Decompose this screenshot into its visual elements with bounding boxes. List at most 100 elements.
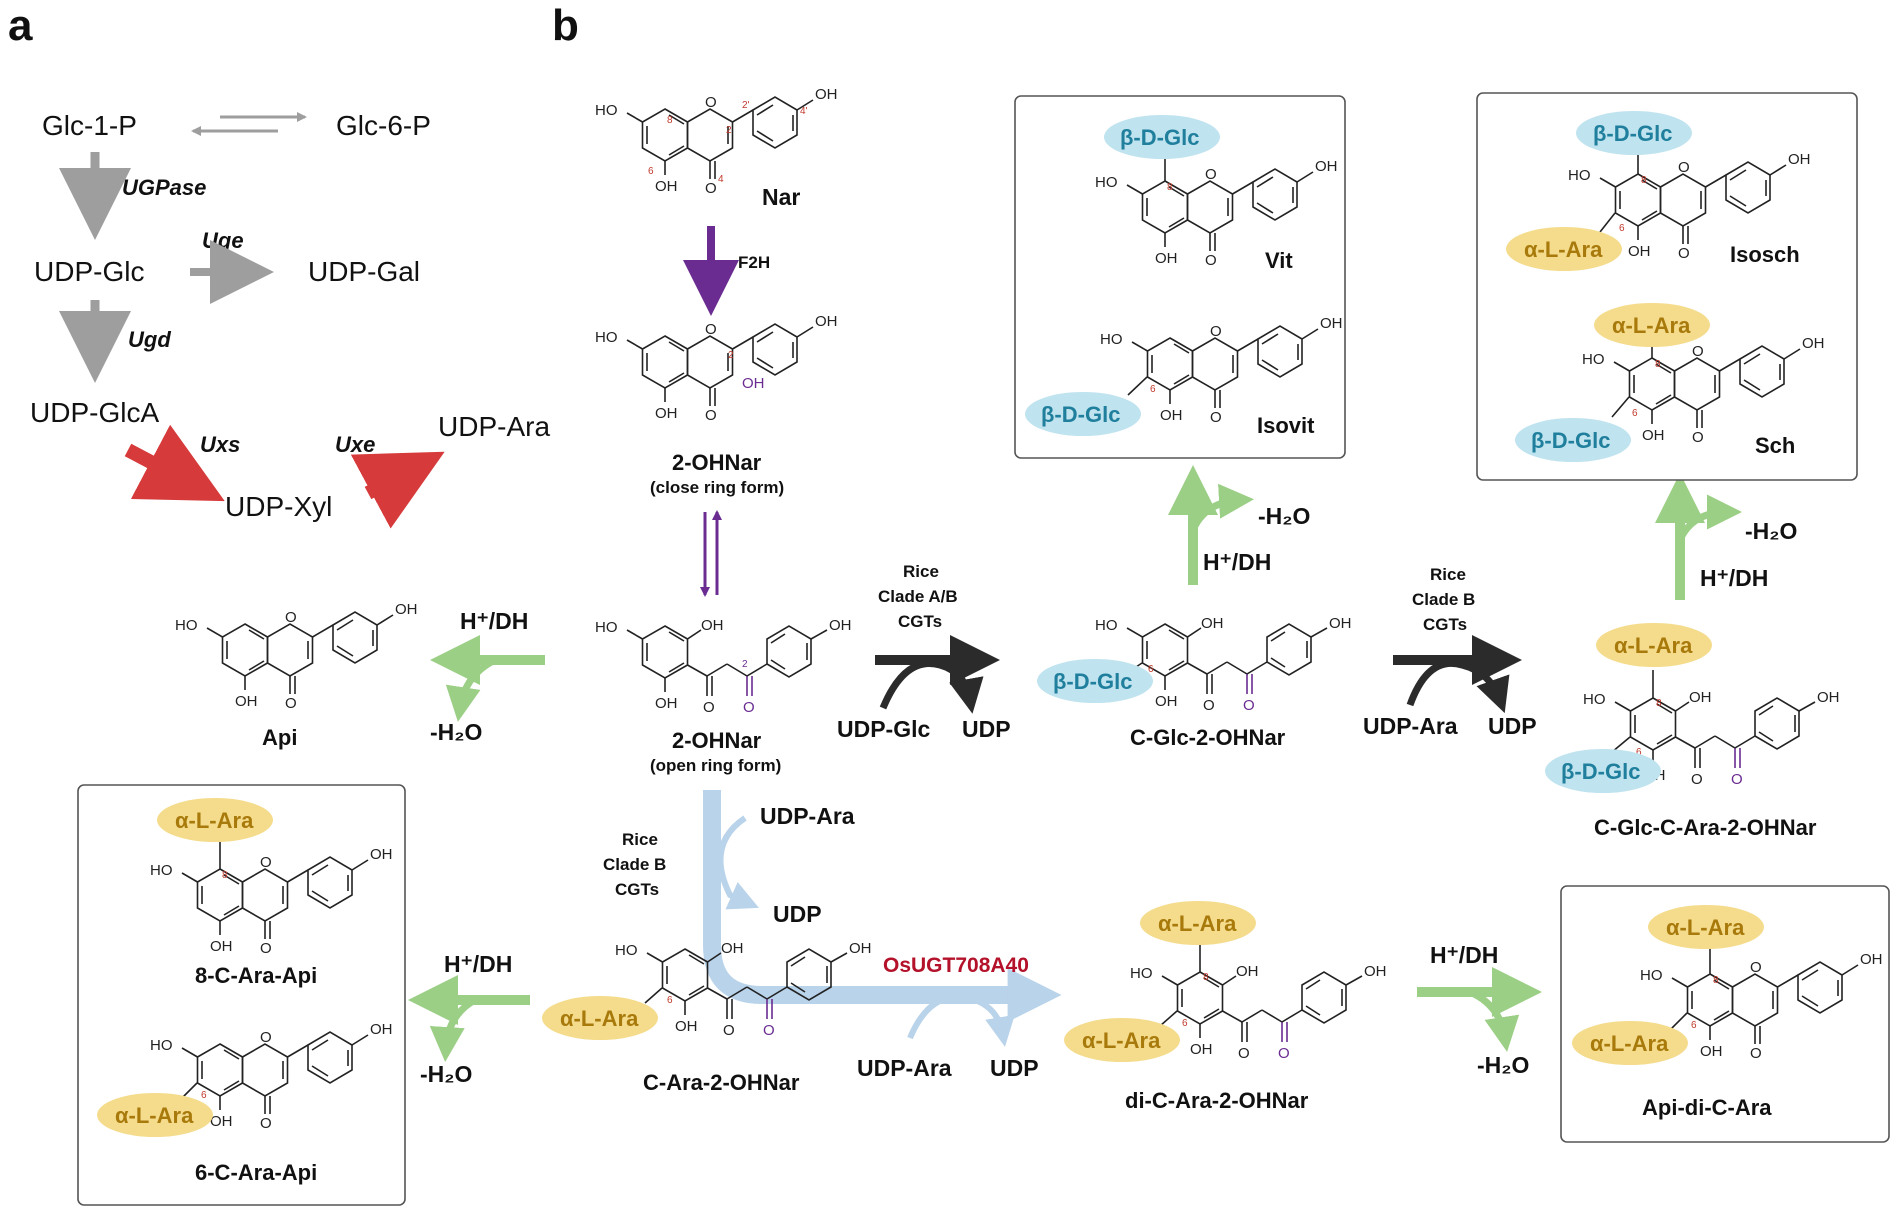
c-glc-c-ara-ara: α-L-Ara <box>1614 633 1693 658</box>
glc1p-label: Glc-1-P <box>42 110 137 141</box>
svg-text:8: 8 <box>667 115 673 126</box>
ohnar-open-structure: 2 <box>594 616 853 717</box>
c-ara-2ohnar-label: C-Ara-2-OHNar <box>643 1070 800 1095</box>
nar-structure: 8 6 2 4 2' 4' <box>594 85 839 198</box>
rice-ab-line1: Rice <box>903 562 939 581</box>
svg-text:8: 8 <box>1713 975 1719 986</box>
ara-api-8-label: 8-C-Ara-Api <box>195 963 317 988</box>
svg-text:6: 6 <box>1691 1020 1697 1031</box>
api-label: Api <box>262 725 297 750</box>
vit-label: Vit <box>1265 248 1293 273</box>
svg-text:4': 4' <box>800 106 808 117</box>
clade-ab-udp: UDP <box>962 716 1011 742</box>
ohnar-open-label: 2-OHNar <box>672 728 762 753</box>
vit-h-dh: H⁺/DH <box>1203 549 1271 575</box>
rice-b2-line3: CGTs <box>615 880 659 899</box>
panel-label-a: a <box>8 1 33 50</box>
di-c-ara-label: di-C-Ara-2-OHNar <box>1125 1088 1309 1113</box>
svg-text:2': 2' <box>742 100 750 111</box>
udp-glca-label: UDP-GlcA <box>30 397 159 428</box>
ohnar-open-sub: (open ring form) <box>650 756 781 775</box>
vit-sugar: β-D-Glc <box>1120 125 1199 150</box>
sch-dehydration-arrow <box>1655 473 1742 600</box>
f2h-label: F2H <box>738 253 770 272</box>
udp-xyl-label: UDP-Xyl <box>225 491 332 522</box>
ara-api-h-dh: H⁺/DH <box>444 951 512 977</box>
uge-label: Uge <box>202 228 244 253</box>
ohnar-closed-structure: 2 OH <box>594 312 839 425</box>
rice-ab-line2: Clade A/B <box>878 587 958 606</box>
sch-glc: β-D-Glc <box>1531 428 1610 453</box>
c-glc-2ohnar-label: C-Glc-2-OHNar <box>1130 725 1286 750</box>
isosch-ara: α-L-Ara <box>1524 237 1603 262</box>
api-di-c-ara-label: Api-di-C-Ara <box>1642 1095 1772 1120</box>
svg-text:4: 4 <box>718 174 724 185</box>
udp-glc-label: UDP-Glc <box>34 256 144 287</box>
svg-text:6: 6 <box>648 166 654 177</box>
api-di-minus-h2o: -H₂O <box>1477 1052 1529 1078</box>
svg-text:2: 2 <box>726 125 732 136</box>
ugd-label: Ugd <box>128 327 171 352</box>
svg-text:6: 6 <box>1150 384 1156 395</box>
lower-udp-ara-in: UDP-Ara <box>760 803 855 829</box>
svg-text:8: 8 <box>1656 698 1662 709</box>
api-di-c-ara-arrow <box>1417 967 1542 1052</box>
svg-text:8: 8 <box>1167 182 1173 193</box>
isosch-sch-box <box>1476 92 1858 481</box>
c-glc-c-ara-structure: 8 α-L-Ara 6 β-D-Glc <box>1545 623 1841 793</box>
ara-api-6-label: 6-C-Ara-Api <box>195 1160 317 1185</box>
api-di-c-ara-structure: 8 α-L-Ara 6 α-L-Ara <box>1572 905 1884 1065</box>
svg-text:6: 6 <box>1636 747 1642 758</box>
rice-b1-line2: Clade B <box>1412 590 1475 609</box>
svg-text:2: 2 <box>742 659 748 670</box>
c-glc-c-ara-label: C-Glc-C-Ara-2-OHNar <box>1594 815 1817 840</box>
c-ara-2ohnar-structure: 6 α-L-Ara <box>542 939 873 1040</box>
ara-api-6-structure: 6 α-L-Ara <box>97 1020 394 1137</box>
chalcone-structure <box>594 616 853 717</box>
udp-ara-label: UDP-Ara <box>438 411 550 442</box>
di-c-ara-bottom: α-L-Ara <box>1082 1028 1161 1053</box>
api-structure <box>174 600 419 713</box>
nar-label: Nar <box>762 184 800 210</box>
ara-api-6-sugar: α-L-Ara <box>115 1103 194 1128</box>
sch-ara: α-L-Ara <box>1612 313 1691 338</box>
ara-api-box <box>77 784 406 1206</box>
c-glc-c-ara-glc: β-D-Glc <box>1561 759 1640 784</box>
uxs-label: Uxs <box>200 432 240 457</box>
api-di-h-dh: H⁺/DH <box>1430 942 1498 968</box>
c-ara-sugar: α-L-Ara <box>560 1006 639 1031</box>
flavone-structure <box>594 85 839 198</box>
rice-b1-line1: Rice <box>1430 565 1466 584</box>
clade-b-upper-udp-ara: UDP-Ara <box>1363 713 1458 739</box>
sch-h-dh: H⁺/DH <box>1700 565 1768 591</box>
api-h-dh: H⁺/DH <box>460 608 528 634</box>
vit-minus-h2o: -H₂O <box>1258 503 1310 529</box>
vit-dehydration-arrow <box>1168 465 1254 585</box>
isosch-glc: β-D-Glc <box>1593 121 1672 146</box>
osugt-label: OsUGT708A40 <box>883 954 1029 977</box>
svg-text:8: 8 <box>1655 359 1661 370</box>
isosch-label: Isosch <box>1730 242 1800 267</box>
svg-text:2: 2 <box>728 350 734 361</box>
svg-text:6: 6 <box>1632 408 1638 419</box>
uxs-arrow <box>124 424 225 502</box>
isosch-structure: 8 β-D-Glc 6 α-L-Ara <box>1506 111 1812 271</box>
clade-b-upper-udp: UDP <box>1488 713 1537 739</box>
svg-text:6: 6 <box>1619 223 1625 234</box>
vit-structure: 8 β-D-Glc <box>1094 115 1339 270</box>
lower-udp-out: UDP <box>773 901 822 927</box>
clade-b-arrow-upper <box>1393 635 1522 714</box>
ohnar-closed-label: 2-OHNar <box>672 450 762 475</box>
c-glc-2ohnar-structure: 6 β-D-Glc <box>1037 614 1353 715</box>
ara-api-8-sugar: α-L-Ara <box>175 808 254 833</box>
uxe-arrow <box>350 451 445 529</box>
di-c-ara-top: α-L-Ara <box>1158 911 1237 936</box>
svg-text:6: 6 <box>1182 1018 1188 1029</box>
api-di-top-ara: α-L-Ara <box>1666 915 1745 940</box>
ara-api-minus-h2o: -H₂O <box>420 1061 472 1087</box>
sch-label: Sch <box>1755 433 1795 458</box>
isovit-sugar: β-D-Glc <box>1041 402 1120 427</box>
ohnar-closed-sub: (close ring form) <box>650 478 784 497</box>
svg-text:8: 8 <box>1641 175 1647 186</box>
